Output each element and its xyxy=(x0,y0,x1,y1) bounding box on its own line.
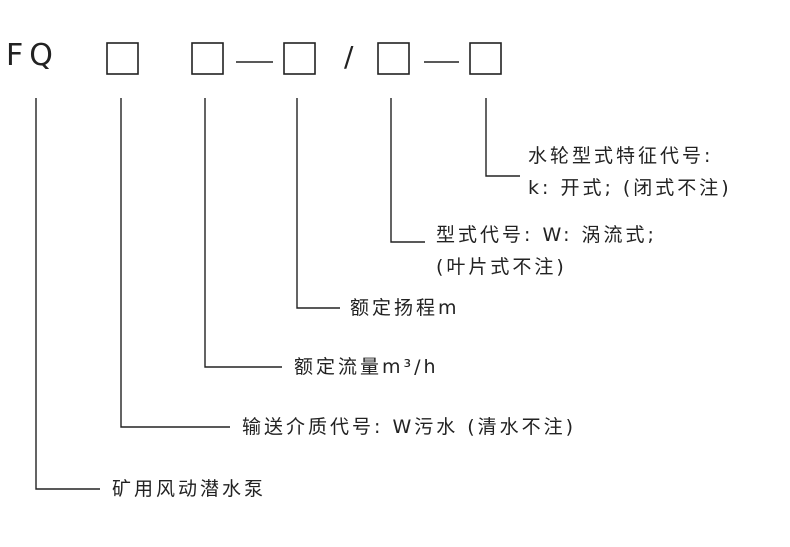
leader-type-code xyxy=(390,98,425,243)
code-box-2 xyxy=(191,42,224,75)
label-type-code: 型式代号: W: 涡流式; xyxy=(436,224,657,246)
leader-pump-name xyxy=(35,98,100,490)
leader-rated-head xyxy=(296,98,340,309)
label-wheel-type-value: k: 开式; (闭式不注) xyxy=(528,177,732,199)
label-pump-name: 矿用风动潜水泵 xyxy=(112,478,267,500)
label-rated-head: 额定扬程m xyxy=(350,297,460,319)
leader-wheel-type xyxy=(485,98,520,177)
code-box-1 xyxy=(106,42,139,75)
code-box-3 xyxy=(283,42,316,75)
code-box-5 xyxy=(469,42,502,75)
model-prefix: FQ xyxy=(6,38,59,73)
separator-slash: / xyxy=(344,40,354,73)
label-type-code-note: (叶片式不注) xyxy=(436,256,567,278)
label-wheel-type: 水轮型式特征代号: xyxy=(528,145,714,167)
leader-medium-code xyxy=(120,98,230,428)
label-medium-code: 输送介质代号: W污水 (清水不注) xyxy=(242,416,577,438)
label-rated-flow: 额定流量m³/h xyxy=(294,356,439,378)
code-box-4 xyxy=(377,42,410,75)
leader-rated-flow xyxy=(204,98,282,368)
